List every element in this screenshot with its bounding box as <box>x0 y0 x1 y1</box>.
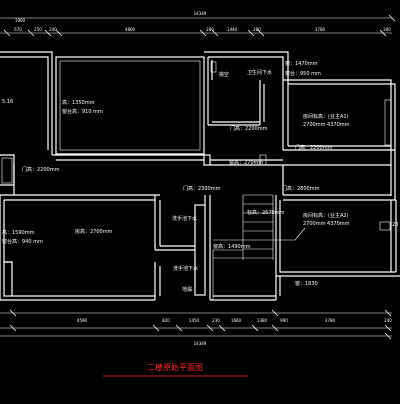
bottom-dim-seg-7: 3780 <box>325 318 336 323</box>
bottom-dim-seg-4: 1660 <box>231 318 242 323</box>
label-bedroom-a1-2: 2700mm 4370mm <box>303 122 350 128</box>
room-labels: 5.16 高：1350mm 窗台高：910 mm 挑空 卫生间下水 窗：1470… <box>2 60 398 293</box>
top-dim-seg-9: 300 <box>383 27 391 32</box>
label-door-upper: 门高：2200mm <box>230 125 268 132</box>
label-void: 挑空 <box>219 71 229 78</box>
label-sill-950: 窗台：950 mm <box>285 70 321 77</box>
label-window-1470: 窗：1470mm <box>285 60 318 67</box>
label-window-1830: 窗：1830 <box>295 280 318 287</box>
bottom-dim-seg-0: 4590 <box>77 318 88 323</box>
walls <box>0 51 400 301</box>
top-dim-seg-8: 3780 <box>315 27 326 32</box>
label-mid-top-1: 高：1350mm <box>62 99 95 106</box>
label-window-1490: 窗高：1490mm <box>213 243 251 250</box>
top-dim-seg-7: 280 <box>253 27 261 32</box>
label-door-left: 门高：2200mm <box>22 166 60 173</box>
top-dimension-chain: 14349 1900 670 250 240 4800 280 1440 280… <box>0 11 396 37</box>
top-dim-seg-0: 1900 <box>15 18 26 23</box>
drawing-title-block: 二楼原始平面图 <box>103 362 248 377</box>
label-door-right-upper: 门高：2200mm <box>295 144 333 151</box>
bottom-dim-seg-8: 240 <box>384 318 392 323</box>
label-room-height: 房高：2700mm <box>75 228 113 235</box>
label-door-mid-right: 门高：2800mm <box>282 185 320 192</box>
top-dim-seg-3: 240 <box>49 27 57 32</box>
bottom-dim-seg-6: 990 <box>280 318 288 323</box>
stair-treads <box>212 194 274 300</box>
label-left-lower-1: 高：1590mm <box>2 229 35 236</box>
label-bedroom-a2-2: 2700mm 4370mm <box>303 221 350 227</box>
bottom-dim-seg-1: 820 <box>162 318 170 323</box>
bottom-dim-seg-2: 1450 <box>189 318 200 323</box>
bottom-overall-dim: 14349 <box>194 341 207 346</box>
top-dim-seg-5: 280 <box>206 27 214 32</box>
label-bedroom-a1-1: 房间标高：(业主A1) <box>303 113 349 120</box>
label-right-edge: 23 <box>392 222 398 228</box>
label-left-lower-2: 窗台高：940 mm <box>2 238 43 245</box>
label-floor-height: 标高：2670mm <box>247 209 285 216</box>
top-dim-seg-2: 250 <box>34 27 42 32</box>
bottom-dim-seg-5: 1380 <box>257 318 268 323</box>
label-bedroom-a2-1: 房间标高：(业主A2) <box>303 212 349 219</box>
label-mid-top-2: 窗台高：910 mm <box>62 108 103 115</box>
label-toilet-drain: 卫生间下水 <box>247 69 272 76</box>
label-floor-drain: 地漏 <box>182 286 192 293</box>
label-stair-bottom: 洗手池下水 <box>173 265 198 272</box>
label-corridor: 窗高：270mm <box>229 159 263 166</box>
top-dim-seg-4: 4800 <box>125 27 136 32</box>
top-dim-seg-1: 670 <box>14 27 22 32</box>
drawing-title: 二楼原始平面图 <box>147 362 203 372</box>
top-overall-dim: 14349 <box>194 11 207 16</box>
bottom-dim-seg-3: 230 <box>212 318 220 323</box>
top-dim-seg-6: 1440 <box>227 27 238 32</box>
label-left-top: 5.16 <box>2 99 13 105</box>
bottom-dimension-chain: 4590 820 1450 230 1660 1380 990 3780 240… <box>0 309 392 346</box>
label-door-mid: 门高：2300mm <box>183 185 221 192</box>
label-stair-landing: 洗手池下水 <box>172 215 197 222</box>
